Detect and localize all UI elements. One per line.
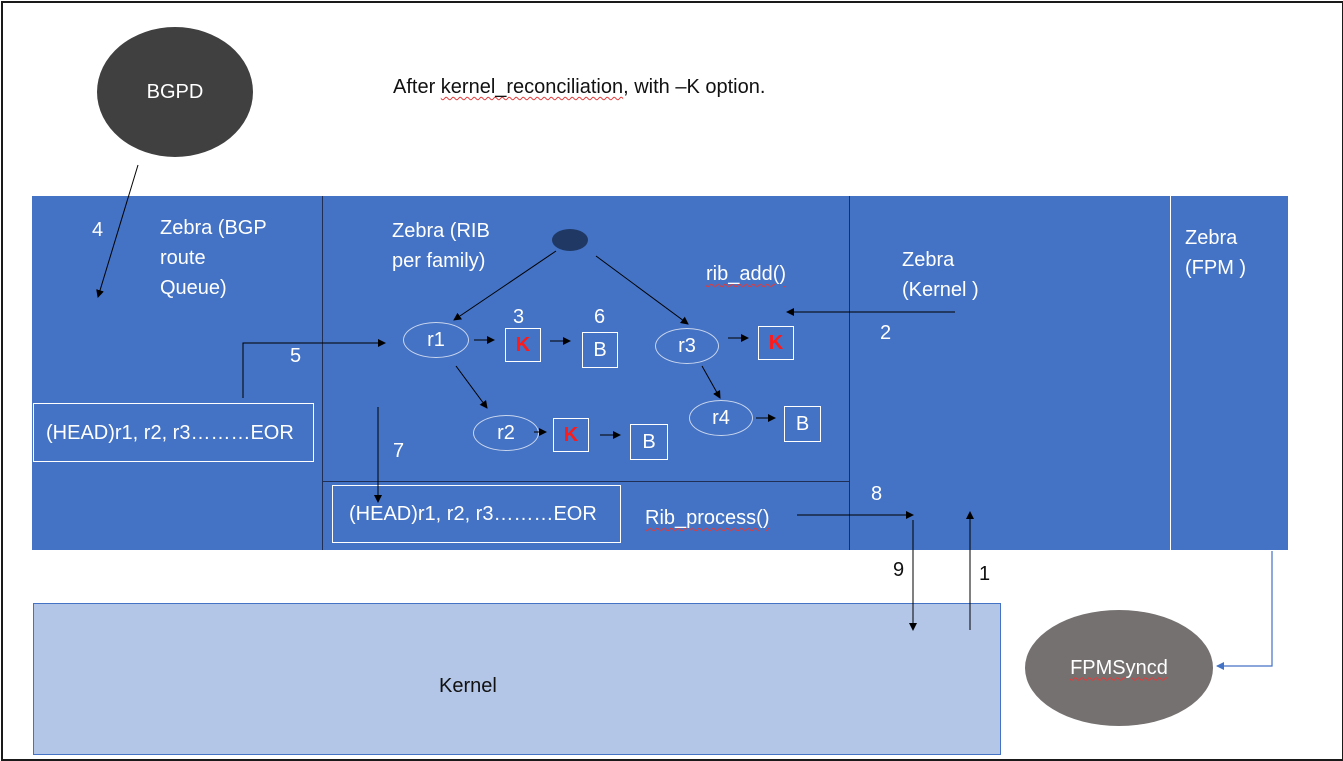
- bgpd-label: BGPD: [146, 80, 204, 103]
- step-4: 4: [92, 219, 104, 241]
- arrow-step-5: [242, 339, 386, 398]
- kernel-route-box: K: [553, 418, 589, 452]
- arrow-r1-r2: [455, 365, 488, 409]
- step-8: 8: [871, 483, 883, 505]
- step-2: 2: [880, 322, 892, 344]
- rib-queue: (HEAD)r1, r2, r3………EOR: [332, 485, 621, 543]
- route-node-r1: r1: [403, 322, 469, 358]
- step-5: 5: [290, 345, 302, 367]
- kernel-route-box: K: [758, 326, 794, 360]
- arrow-step-4: [96, 164, 139, 298]
- kernel-reconciliation-word: kernel_reconciliation: [440, 76, 624, 98]
- zebra-kernel-label: Zebra(Kernel ): [902, 249, 979, 301]
- bgp-route-box: B: [630, 424, 668, 460]
- route-node-r4: r4: [689, 400, 753, 436]
- separator-kernel-fpm: [1170, 196, 1171, 550]
- rib-add-label: rib_add(): [706, 263, 787, 285]
- separator-bgp-rib: [322, 196, 323, 550]
- kernel-panel: Kernel: [33, 603, 1001, 755]
- bgp-route-queue: (HEAD)r1, r2, r3………EOR: [33, 403, 314, 462]
- bgpd-process: BGPD: [97, 27, 253, 157]
- fpmsyncd-label: FPMSyncd: [1070, 656, 1168, 679]
- separator-rib-kernel: [849, 196, 850, 550]
- rib-process-label: Rib_process(): [645, 507, 770, 529]
- route-node-r2: r2: [473, 415, 539, 451]
- step-9: 9: [893, 559, 905, 581]
- step-6: 6: [594, 306, 606, 328]
- arrow-root-r3: [595, 255, 689, 325]
- rib-queue-divider: [322, 481, 850, 482]
- kernel-route-box: K: [505, 328, 541, 362]
- arrow-r3-r4: [701, 365, 721, 399]
- zebra-fpm-label: Zebra(FPM ): [1185, 227, 1247, 279]
- fpmsyncd-process: FPMSyncd: [1025, 610, 1213, 726]
- diagram-title: After kernel_reconciliation, with –K opt…: [393, 76, 766, 98]
- bgp-route-box: B: [582, 332, 618, 368]
- rib-root-node: [552, 229, 588, 251]
- step-7: 7: [393, 440, 405, 462]
- step-1: 1: [979, 563, 991, 585]
- step-3: 3: [513, 306, 525, 328]
- zebra-panel: [32, 196, 1288, 550]
- route-node-r3: r3: [655, 328, 719, 364]
- bgp-route-box: B: [784, 406, 821, 442]
- arrow-root-r1: [453, 250, 557, 321]
- arrow-fpm-fpmsyncd: [1216, 551, 1273, 670]
